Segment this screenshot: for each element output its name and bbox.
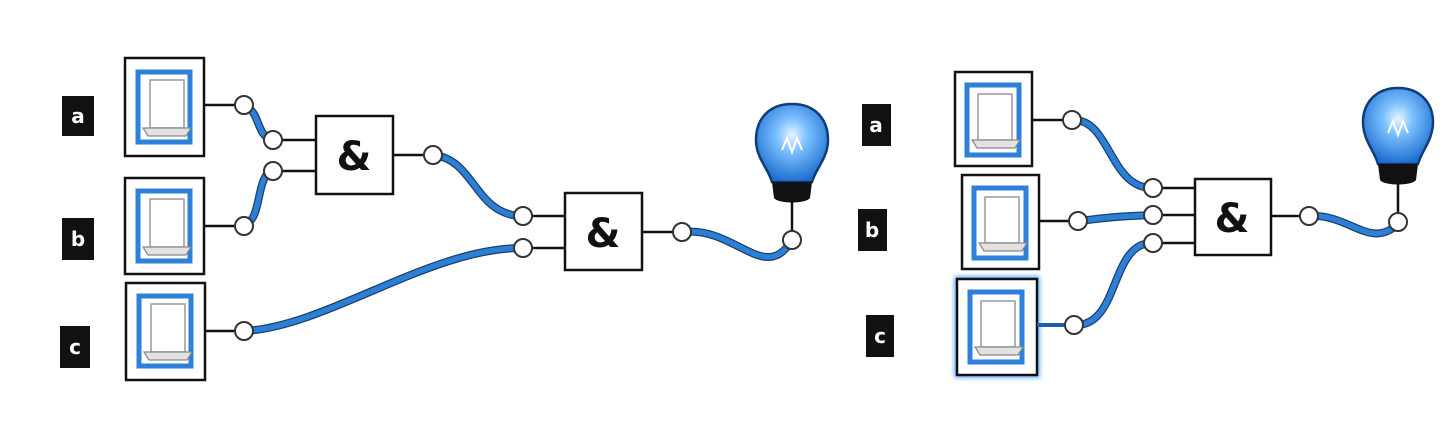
input-label-b-text: b bbox=[71, 227, 85, 251]
and-gate-1-symbol: & bbox=[1215, 196, 1250, 242]
input-label-c: c bbox=[866, 315, 894, 357]
light-bulb-icon bbox=[754, 102, 830, 250]
toggle-switch-c[interactable] bbox=[124, 281, 207, 382]
and-gate-2-symbol: & bbox=[586, 211, 621, 257]
input-label-b: b bbox=[858, 209, 887, 251]
input-label-b: b bbox=[62, 218, 94, 260]
toggle-switch-a[interactable] bbox=[953, 70, 1034, 168]
input-label-a: a bbox=[62, 96, 94, 136]
and-gate-1-symbol: & bbox=[337, 134, 372, 180]
toggle-switch-a[interactable] bbox=[123, 56, 206, 158]
input-label-c-text: c bbox=[69, 335, 81, 359]
circuit-diagram-1: a b c bbox=[60, 56, 830, 382]
wires bbox=[1070, 116, 1402, 329]
toggle-switch-c[interactable] bbox=[954, 276, 1040, 378]
light-bulb-icon bbox=[1361, 86, 1435, 232]
toggle-switch-b[interactable] bbox=[123, 176, 206, 276]
circuit-diagram-2: a b c bbox=[858, 70, 1435, 378]
and-gate-1: & bbox=[1143, 177, 1319, 257]
input-label-a-text: a bbox=[869, 113, 883, 137]
and-gate-1: & bbox=[263, 114, 443, 196]
input-label-c: c bbox=[60, 326, 90, 368]
input-label-a: a bbox=[862, 104, 891, 146]
input-label-c-text: c bbox=[874, 324, 886, 348]
input-label-b-text: b bbox=[865, 218, 879, 242]
toggle-switch-b[interactable] bbox=[960, 173, 1041, 271]
and-gate-2: & bbox=[513, 191, 692, 272]
input-label-a-text: a bbox=[71, 104, 85, 128]
